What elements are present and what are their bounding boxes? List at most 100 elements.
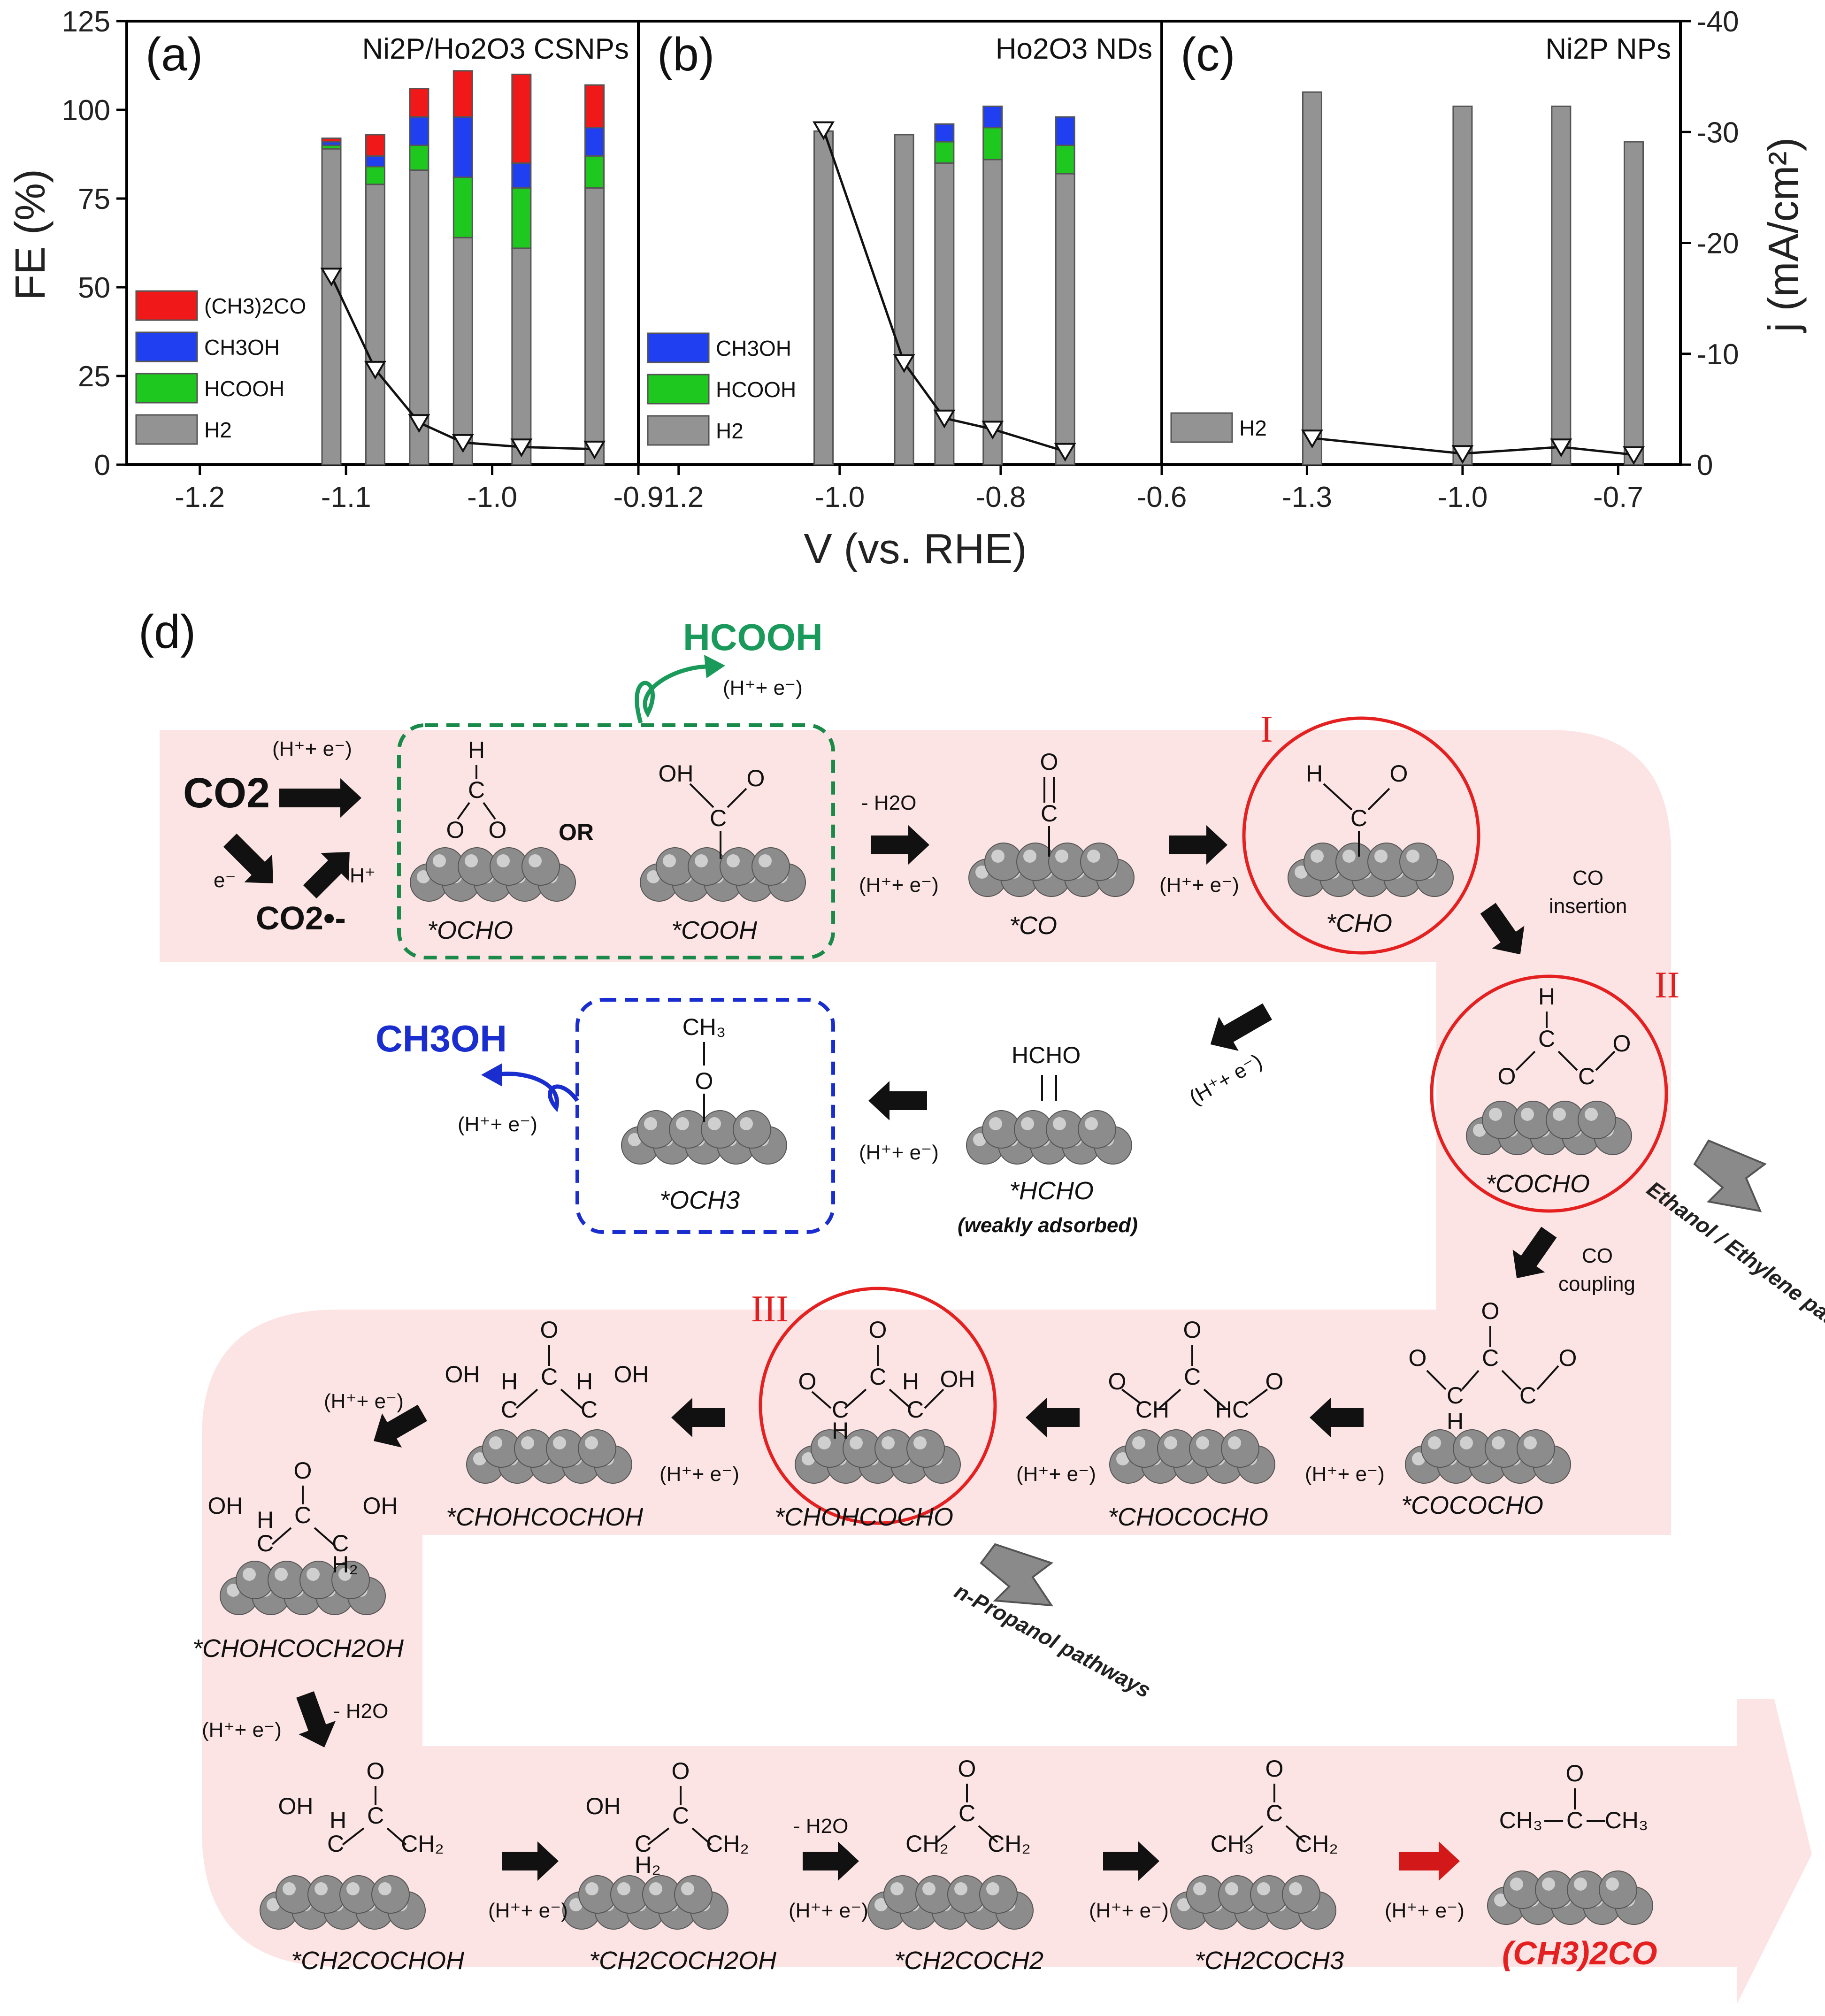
bar-segment-ch32co [452, 70, 473, 118]
atom-label: C [1184, 1364, 1201, 1390]
bar-segment-hcooh [584, 155, 605, 189]
atom-label: O [869, 1317, 887, 1343]
propanol-pathway-arrow [980, 1543, 1054, 1607]
legend-swatch [135, 331, 198, 362]
atom-label: H₂ [635, 1852, 661, 1878]
atom-label: O [1481, 1298, 1500, 1324]
atom-label: H [257, 1507, 274, 1533]
species-chohcoch2oh: *CHOHCOCH2OH [192, 1634, 404, 1663]
arrow-shape [1210, 1003, 1272, 1051]
atom-label: H [1306, 760, 1323, 787]
bar-segment-hcooh [452, 176, 473, 238]
atom-label: O [672, 1758, 690, 1784]
current-density-marker [583, 440, 606, 460]
arrow-shape [223, 833, 273, 883]
surface-atom-highlight [850, 1436, 863, 1449]
bar-segment-h2 [813, 130, 834, 466]
catalyst-surface [966, 1110, 1132, 1165]
surface-atom-highlight [1087, 850, 1100, 863]
ch3oh-intermediate-box [575, 998, 835, 1234]
surface-atom [733, 1110, 771, 1149]
atom-label: C [367, 1802, 384, 1829]
surface-atom [751, 847, 790, 886]
catalyst-surface [466, 1429, 632, 1484]
current-density-marker [813, 121, 835, 140]
surface-atom-highlight [1606, 1878, 1619, 1891]
surface-atom-highlight [975, 866, 989, 879]
surface-atom-highlight [1132, 1436, 1145, 1449]
x-tick-label: -1.3 [1282, 481, 1332, 514]
x-tick-label: -0.8 [976, 481, 1026, 514]
bar-segment-h2 [584, 187, 605, 466]
reaction-arrow [296, 1691, 336, 1748]
species-acetone: (CH3)2CO [1502, 1935, 1657, 1971]
bond [889, 1388, 912, 1409]
surface-atom-highlight [473, 1452, 486, 1465]
bar-segment-h2 [452, 237, 473, 466]
catalyst-surface [1487, 1870, 1653, 1925]
surface-atom-highlight [489, 1436, 502, 1449]
bar-segment-hcooh [982, 127, 1003, 161]
reaction-arrow [871, 825, 929, 865]
surface-atom-highlight [465, 854, 478, 867]
species-cococho: *COCOCHO [1401, 1491, 1543, 1519]
atom-label: O [747, 765, 765, 791]
surface-atom-highlight [417, 870, 430, 883]
weakly-adsorbed: (weakly adsorbed) [958, 1214, 1138, 1237]
surface-atom-highlight [1524, 1436, 1537, 1449]
arrow-shape [1512, 1226, 1557, 1279]
reaction-arrow [303, 852, 350, 899]
cond-b1: (H⁺+ e⁻) [488, 1899, 568, 1922]
reaction-arrow [868, 1081, 927, 1120]
atom-label: H [330, 1807, 346, 1833]
bar-segment-ch32co [584, 84, 605, 129]
reaction-arrow [502, 1841, 559, 1881]
surface-atom [578, 1429, 616, 1468]
bond [936, 1825, 956, 1843]
species-labels: *OCHO *COOH *CO *CHO *COCHO *HCHO (weakl… [192, 909, 1657, 1975]
atom-label: OH [940, 1366, 975, 1392]
atom-label: C [581, 1396, 598, 1423]
atom-label: O [489, 817, 507, 843]
hcho-gas: HCHO [1012, 1042, 1081, 1068]
bar-segment-ch32co [365, 134, 385, 157]
key-intermediate-circle-3 [759, 1287, 997, 1525]
bond [1285, 1825, 1306, 1843]
bar-segment-hcooh [365, 166, 385, 185]
surface-atom-highlight [727, 854, 740, 867]
bond [647, 1827, 670, 1846]
ethanol-pathway-arrow [1693, 1139, 1767, 1212]
bar-segment-ch32co [321, 137, 342, 143]
bar-segment-ch3oh [511, 162, 532, 189]
surface-atom-highlight [882, 1436, 895, 1449]
atom-label: CH₃ [1605, 1807, 1649, 1833]
bar-segment-hcooh [934, 141, 955, 164]
surface-atom-highlight [973, 1133, 986, 1146]
catalyst-surface [1170, 1875, 1336, 1930]
arrow-shape [671, 1398, 725, 1437]
y-axis-left-label: FE (%) [7, 169, 54, 300]
key-intermediate-circle-1 [1242, 716, 1480, 955]
legend-label: (CH3)2CO [204, 294, 306, 318]
roman-label-1: I [1260, 709, 1273, 750]
atom-label: O [1265, 1755, 1284, 1782]
atom-label: O [1265, 1368, 1284, 1395]
cond-e-minus: e⁻ [214, 869, 236, 892]
species-och3: *OCH3 [659, 1186, 740, 1214]
surface-atom-highlight [433, 854, 446, 867]
cond-2-he: (H⁺+ e⁻) [1159, 874, 1239, 897]
bar-segment-ch3oh [409, 116, 429, 146]
atom-label: O [1613, 1030, 1631, 1057]
panel-title: Ni2P NPs [1545, 33, 1671, 65]
atom-label: C [635, 1831, 652, 1857]
legend-label: HCOOH [204, 376, 284, 401]
species-cho: *CHO [1326, 909, 1392, 937]
surface-atom-highlight [708, 1117, 721, 1130]
x-tick-label: -1.2 [653, 481, 704, 514]
hcooh-arrow-head [704, 655, 725, 678]
cond-b2-h2o: - H2O [793, 1815, 848, 1838]
surface-atom-highlight [338, 1568, 352, 1581]
surface-atom-highlight [649, 1882, 662, 1895]
atom-label: OH [586, 1793, 621, 1819]
panel-title: Ni2P/Ho2O3 CSNPs [362, 33, 629, 65]
